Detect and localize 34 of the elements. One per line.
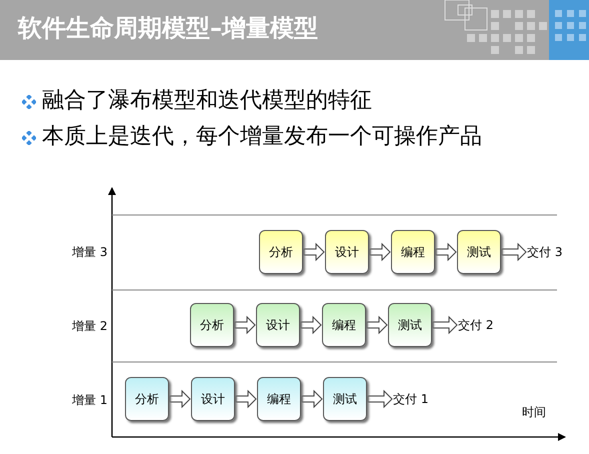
process-box: 测试 — [457, 230, 501, 274]
process-box: 编程 — [257, 377, 301, 421]
process-box: 分析 — [125, 377, 169, 421]
block-arrow — [234, 316, 256, 334]
block-arrow — [432, 316, 458, 334]
block-arrow — [368, 390, 393, 408]
block-arrow — [502, 242, 527, 262]
process-box: 设计 — [191, 377, 235, 421]
delivery-label: 交付 1 — [393, 391, 428, 407]
process-box: 设计 — [256, 303, 300, 347]
title: 软件生命周期模型–增量模型 — [18, 13, 318, 44]
block-arrow — [170, 390, 191, 408]
increment-label: 增量 1 — [72, 392, 108, 408]
delivery-label: 交付 2 — [458, 317, 494, 333]
block-arrow — [236, 390, 257, 408]
process-box: 编程 — [322, 303, 366, 347]
process-box: 设计 — [325, 230, 369, 274]
block-arrow — [300, 316, 322, 334]
block-arrow — [366, 316, 388, 334]
block-arrow — [302, 390, 323, 408]
process-box: 分析 — [190, 303, 234, 347]
process-box: 测试 — [388, 303, 432, 347]
block-arrow — [304, 242, 325, 262]
bullet-text: 本质上是迭代，每个增量发布一个可操作产品 — [42, 123, 482, 151]
delivery-label: 交付 3 — [527, 244, 562, 260]
block-arrow — [436, 242, 457, 262]
block-arrow — [370, 242, 391, 262]
process-box: 编程 — [391, 230, 435, 274]
bullet-text: 融合了瀑布模型和迭代模型的特征 — [42, 87, 372, 115]
process-box: 测试 — [323, 377, 367, 421]
axis-label: 时间 — [522, 404, 546, 420]
process-box: 分析 — [259, 230, 303, 274]
increment-label: 增量 3 — [72, 244, 108, 260]
increment-label: 增量 2 — [72, 318, 108, 334]
